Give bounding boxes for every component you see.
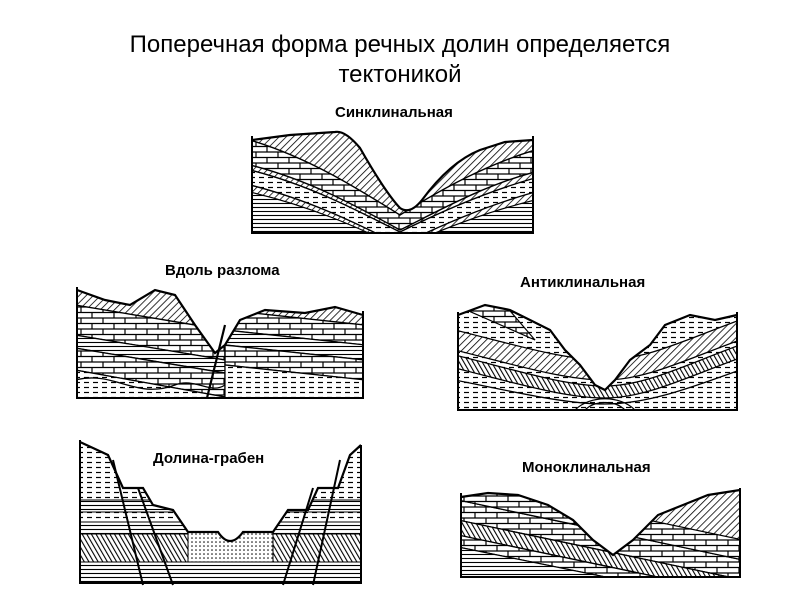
slide-title: Поперечная форма речных долин определяет… — [0, 30, 800, 90]
graben-diagram — [79, 440, 362, 586]
fault-label: Вдоль разлома — [165, 262, 280, 279]
fault-diagram — [76, 287, 364, 399]
slide-title-line-2: тектоникой — [338, 61, 462, 88]
graben-label: Долина-грабен — [153, 450, 265, 467]
synclinal-diagram — [251, 130, 534, 234]
synclinal-label: Синклинальная — [335, 104, 453, 121]
anticlinal-diagram — [457, 303, 738, 411]
monoclinal-label: Моноклинальная — [522, 459, 651, 476]
slide-title-line-1: Поперечная форма речных долин определяет… — [129, 31, 671, 58]
monoclinal-diagram — [460, 488, 741, 578]
anticlinal-label: Антиклинальная — [520, 274, 646, 291]
